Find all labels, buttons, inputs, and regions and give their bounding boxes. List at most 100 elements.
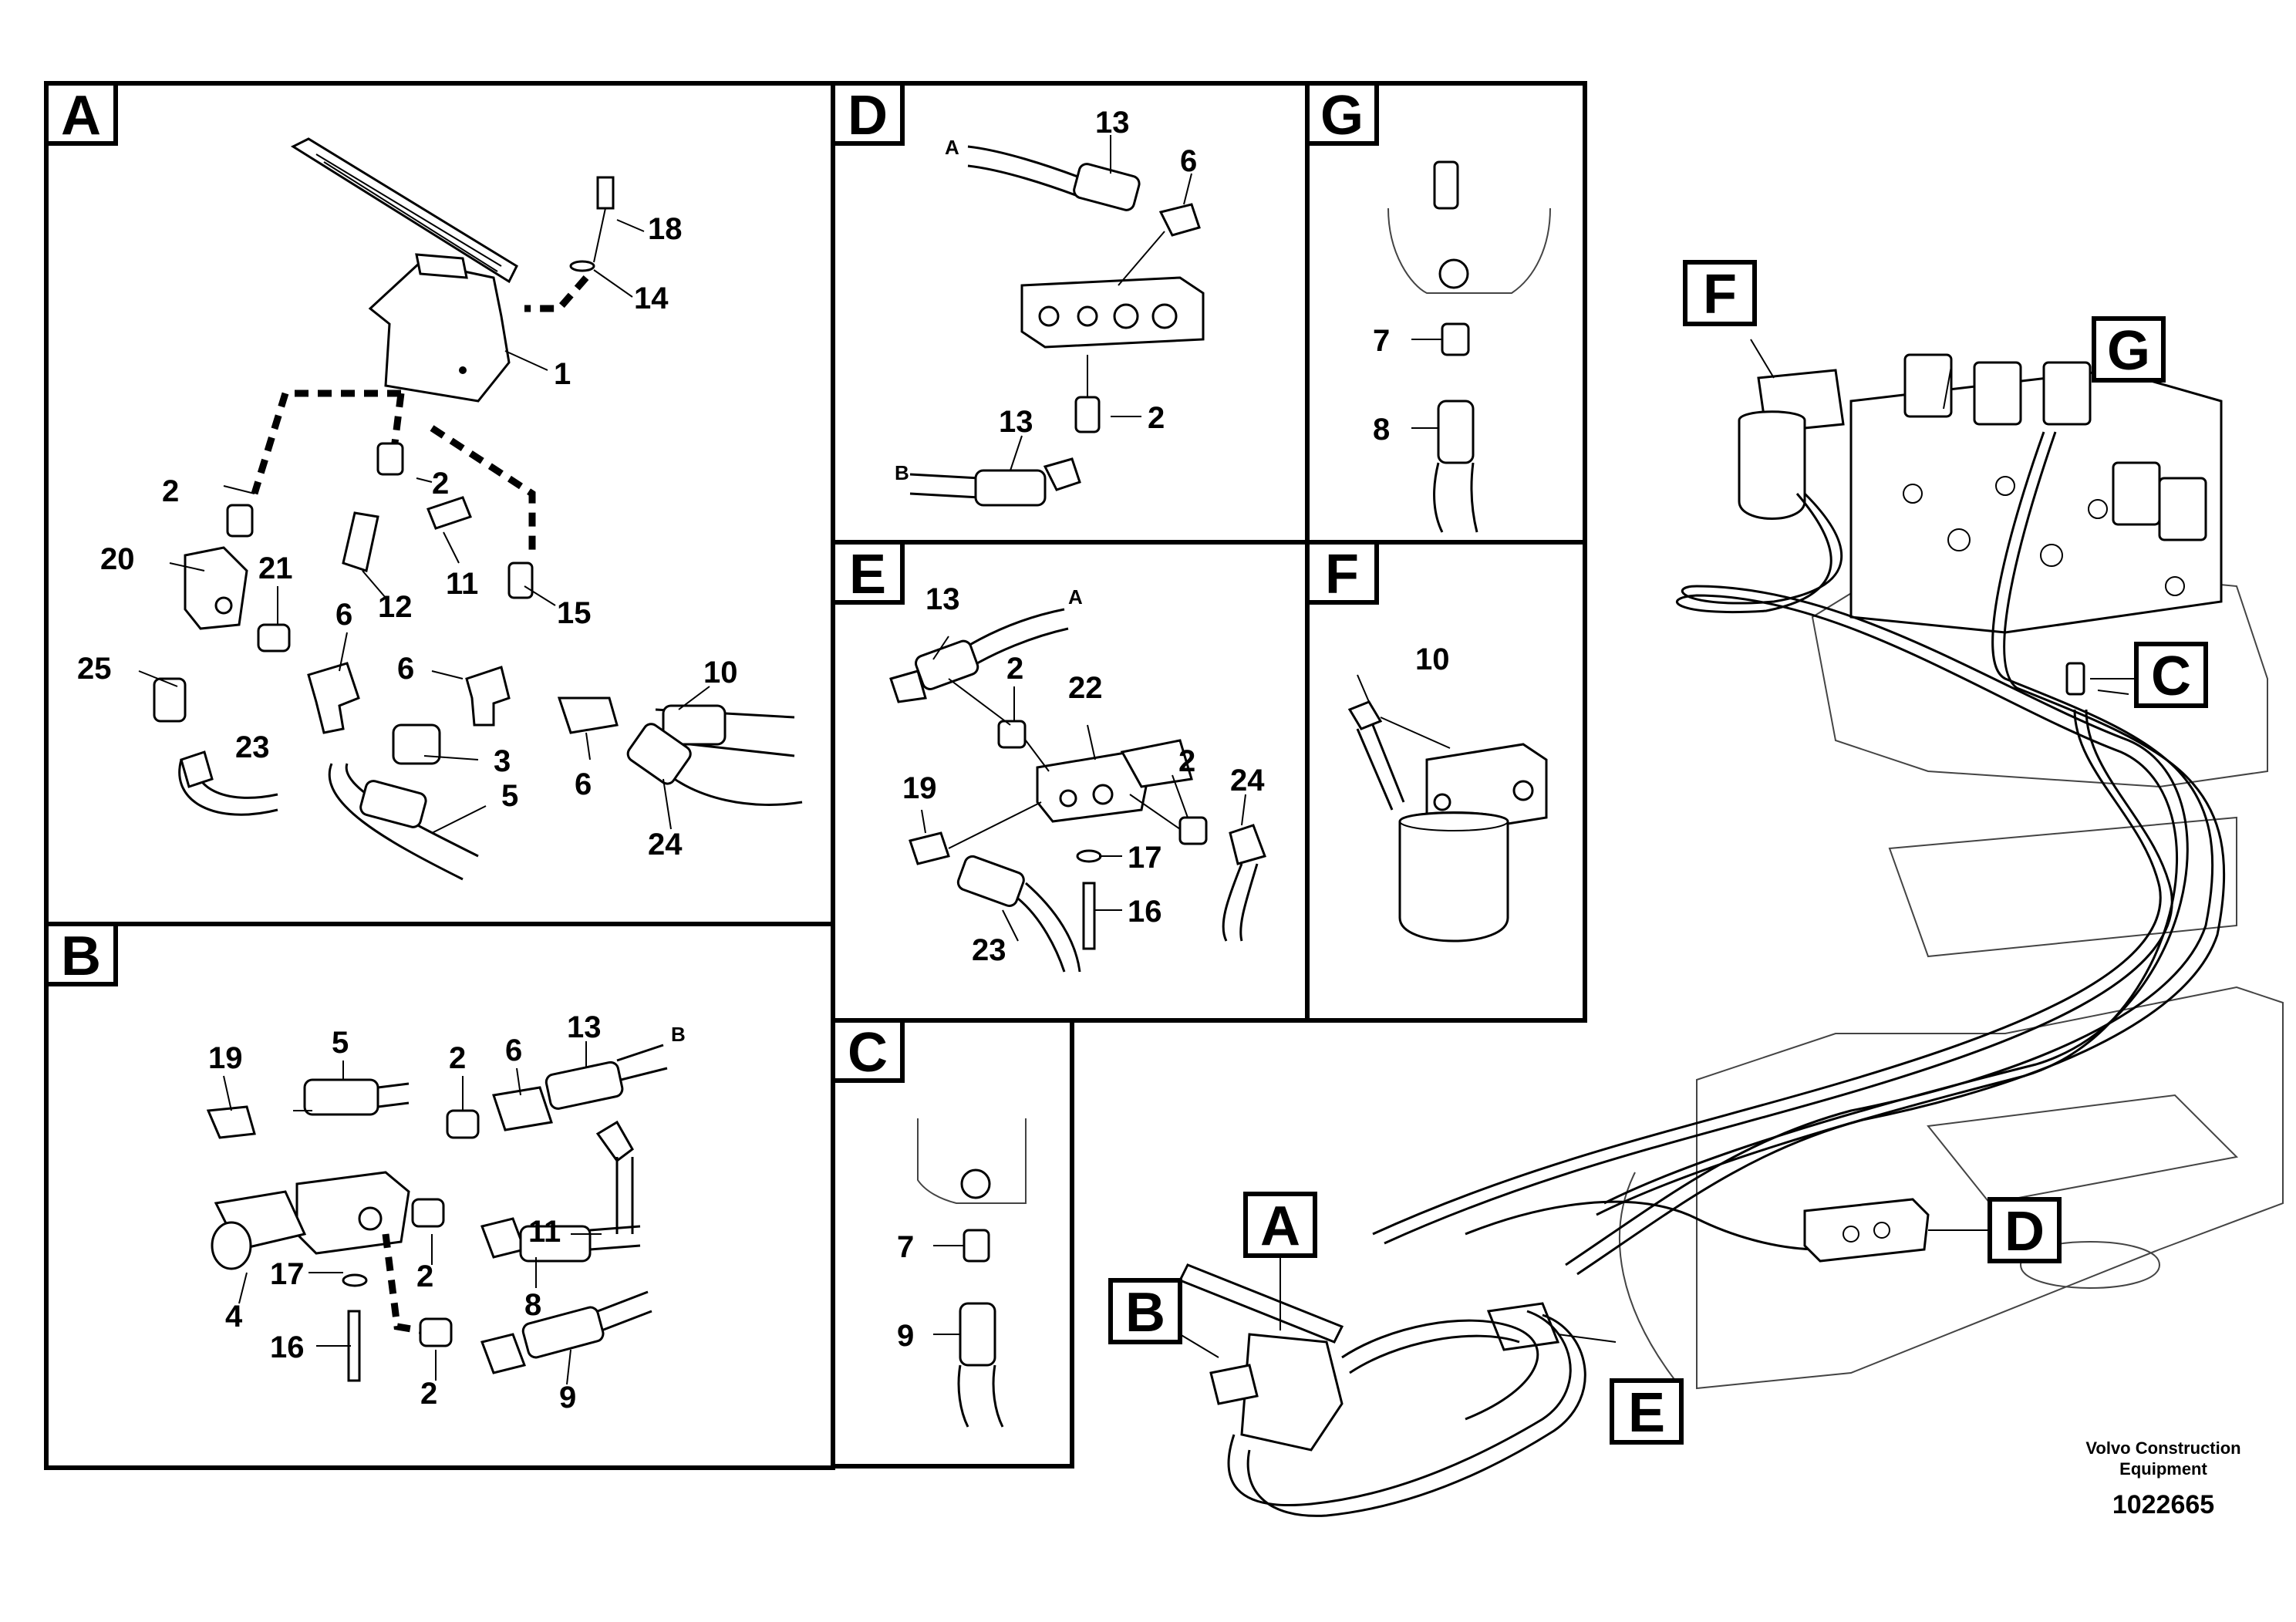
svg-text:8: 8 bbox=[524, 1288, 541, 1322]
elbow-E1 bbox=[889, 669, 927, 703]
svg-text:C: C bbox=[2151, 646, 2191, 707]
svg-text:11: 11 bbox=[446, 567, 478, 601]
washer-14 bbox=[569, 260, 595, 272]
svg-text:22: 22 bbox=[1068, 671, 1103, 705]
hose-end-5 bbox=[359, 780, 427, 828]
elbow-11 bbox=[426, 496, 472, 530]
svg-text:E: E bbox=[1628, 1382, 1665, 1444]
overview-tag-D: D bbox=[1988, 1197, 2062, 1263]
elbow-19-E bbox=[909, 831, 950, 865]
elbow-8 bbox=[480, 1217, 526, 1259]
svg-text:A: A bbox=[1260, 1195, 1300, 1257]
panel-A-label: A bbox=[44, 81, 118, 147]
overview-tag-C: C bbox=[2134, 642, 2208, 708]
fitting-2-E1 bbox=[997, 720, 1027, 749]
svg-text:24: 24 bbox=[648, 828, 683, 862]
manifold-D bbox=[1020, 276, 1205, 349]
bolt-18 bbox=[596, 176, 615, 210]
svg-text:6: 6 bbox=[505, 1034, 522, 1067]
svg-text:E: E bbox=[849, 544, 886, 605]
tee-6c bbox=[557, 696, 619, 734]
panel-F-frame bbox=[1305, 540, 1587, 1023]
elbow-D2 bbox=[1043, 457, 1081, 491]
svg-text:2: 2 bbox=[162, 474, 179, 508]
fitting-2-B3 bbox=[419, 1317, 453, 1347]
svg-text:17: 17 bbox=[1128, 841, 1162, 875]
svg-text:9: 9 bbox=[897, 1319, 914, 1353]
svg-text:2: 2 bbox=[420, 1377, 437, 1411]
svg-text:2: 2 bbox=[416, 1259, 433, 1293]
panel-F-drawing: 10 bbox=[1347, 642, 1548, 943]
svg-text:B: B bbox=[1125, 1282, 1165, 1344]
hose-end-13-B bbox=[544, 1061, 624, 1110]
svg-text:25: 25 bbox=[77, 652, 112, 686]
panel-E-label: E bbox=[831, 540, 905, 605]
svg-text:C: C bbox=[848, 1022, 888, 1084]
block-E-overview bbox=[1486, 1302, 1560, 1351]
svg-text:16: 16 bbox=[270, 1330, 305, 1364]
svg-text:F: F bbox=[1703, 264, 1737, 325]
hose-end-5-B bbox=[303, 1078, 379, 1116]
cap-3 bbox=[392, 723, 441, 765]
elbow-19 bbox=[206, 1105, 256, 1139]
washer-17-E bbox=[1076, 849, 1102, 863]
svg-text:D: D bbox=[2004, 1201, 2045, 1263]
svg-text:2: 2 bbox=[1148, 401, 1165, 435]
panel-G-drawing: 7 8 bbox=[1373, 160, 1551, 533]
elbow-11-B bbox=[595, 1120, 634, 1163]
overview-tag-A: A bbox=[1243, 1192, 1317, 1258]
svg-text:G: G bbox=[2107, 320, 2150, 382]
panel-B-drawing: 19 5 2 6 13 11 17 2 8 4 16 2 9 B bbox=[206, 1010, 686, 1415]
svg-text:18: 18 bbox=[648, 212, 683, 246]
hose-end-23-E bbox=[956, 855, 1025, 907]
fitting-2-B1 bbox=[446, 1109, 480, 1139]
svg-text:16: 16 bbox=[1128, 895, 1162, 929]
elbow-9 bbox=[480, 1333, 526, 1374]
svg-text:23: 23 bbox=[972, 933, 1006, 967]
tee-6-B bbox=[492, 1086, 553, 1131]
svg-text:13: 13 bbox=[999, 405, 1033, 439]
svg-text:13: 13 bbox=[567, 1010, 602, 1044]
elbow-6-D bbox=[1158, 203, 1201, 237]
hose-end-23 bbox=[180, 750, 214, 788]
svg-text:5: 5 bbox=[501, 779, 518, 813]
svg-text:A: A bbox=[61, 85, 101, 147]
svg-text:15: 15 bbox=[557, 596, 592, 630]
panel-C-frame bbox=[831, 1018, 1074, 1469]
svg-text:A: A bbox=[945, 136, 959, 159]
bolt-16-E bbox=[1082, 882, 1096, 950]
svg-text:1: 1 bbox=[554, 357, 571, 391]
panel-F-label: F bbox=[1305, 540, 1379, 605]
svg-text:10: 10 bbox=[1415, 642, 1450, 676]
panel-A-drawing: 18 14 1 2 2 11 12 15 20 21 25 6 6 10 23 … bbox=[77, 137, 803, 881]
svg-text:F: F bbox=[1325, 544, 1359, 605]
panel-C-drawing: 7 9 bbox=[897, 1118, 1027, 1428]
panel-D-label: D bbox=[831, 81, 905, 147]
manifold-D-overview bbox=[1803, 1198, 1930, 1263]
hose-end-13-D1 bbox=[1073, 163, 1141, 211]
overview-tag-F: F bbox=[1683, 260, 1757, 326]
accumulator-overview bbox=[1738, 410, 1806, 520]
tee-6a bbox=[307, 662, 360, 734]
svg-text:23: 23 bbox=[235, 730, 270, 764]
panel-B-label: B bbox=[44, 922, 118, 987]
hose-end-13-D2 bbox=[974, 469, 1047, 507]
overview-tag-E: E bbox=[1610, 1378, 1684, 1445]
svg-text:A: A bbox=[1068, 585, 1083, 609]
spool-G bbox=[1433, 160, 1459, 210]
svg-text:B: B bbox=[895, 461, 909, 484]
svg-text:12: 12 bbox=[378, 590, 413, 624]
svg-text:D: D bbox=[848, 85, 888, 147]
brand-line-1: Volvo Construction bbox=[2085, 1438, 2240, 1458]
svg-text:9: 9 bbox=[559, 1381, 576, 1415]
fitting-7-C bbox=[963, 1229, 990, 1263]
elbow-12 bbox=[342, 511, 379, 572]
block-20 bbox=[184, 546, 248, 630]
svg-text:8: 8 bbox=[1373, 413, 1390, 447]
svg-text:6: 6 bbox=[397, 652, 414, 686]
fitting-2a bbox=[226, 504, 254, 538]
svg-text:20: 20 bbox=[100, 542, 135, 576]
svg-text:B: B bbox=[61, 926, 101, 987]
panel-E-drawing: 13 2 22 19 2 24 17 16 23 A bbox=[889, 582, 1266, 973]
